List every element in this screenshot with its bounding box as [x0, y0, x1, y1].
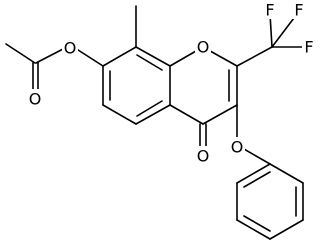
- ester-oxygen-label: O: [64, 39, 77, 58]
- phenyl-bond: [269, 219, 304, 240]
- phenyl-inner-bond: [243, 215, 271, 232]
- ether-oxygen-label: O: [231, 138, 244, 157]
- fluorine-top-left-label: F: [265, 1, 274, 20]
- cf3-bond: [236, 46, 273, 67]
- cf-bond: [271, 13, 298, 48]
- phenyl-bond: [236, 163, 271, 184]
- ring-bond: [135, 104, 171, 125]
- ring-bond: [102, 104, 137, 125]
- fluorine-right-label: F: [304, 38, 313, 57]
- ester-bond-2: [74, 47, 104, 67]
- ketone-oxygen-label: O: [197, 147, 210, 166]
- ring-oxygen-label: O: [197, 38, 210, 57]
- phenoxy-group: [236, 104, 304, 240]
- trifluoromethyl-group: [236, 13, 303, 67]
- benzo-ring: [102, 5, 171, 125]
- ring-inner-bond: [136, 54, 163, 71]
- phenyl-bond: [236, 219, 271, 240]
- ester-carbonyl-oxygen-label: O: [29, 90, 42, 109]
- phenyl-inner-bond: [243, 171, 271, 188]
- fluorine-top-right-label: F: [294, 1, 303, 20]
- methyl-bond: [5, 43, 36, 64]
- ring-bond: [135, 46, 171, 67]
- ring-inner-bond: [136, 100, 163, 117]
- ring-bond: [169, 104, 204, 125]
- phenyl-bond: [269, 163, 304, 184]
- atom-labels: O O O O O F F F: [27, 0, 316, 166]
- acetate-group: [5, 43, 104, 93]
- ring-bond: [202, 104, 238, 125]
- pyranone-ring: [169, 46, 238, 151]
- ring-bond: [102, 46, 137, 67]
- ester-bond-1: [35, 47, 66, 64]
- cf-bond: [269, 13, 273, 48]
